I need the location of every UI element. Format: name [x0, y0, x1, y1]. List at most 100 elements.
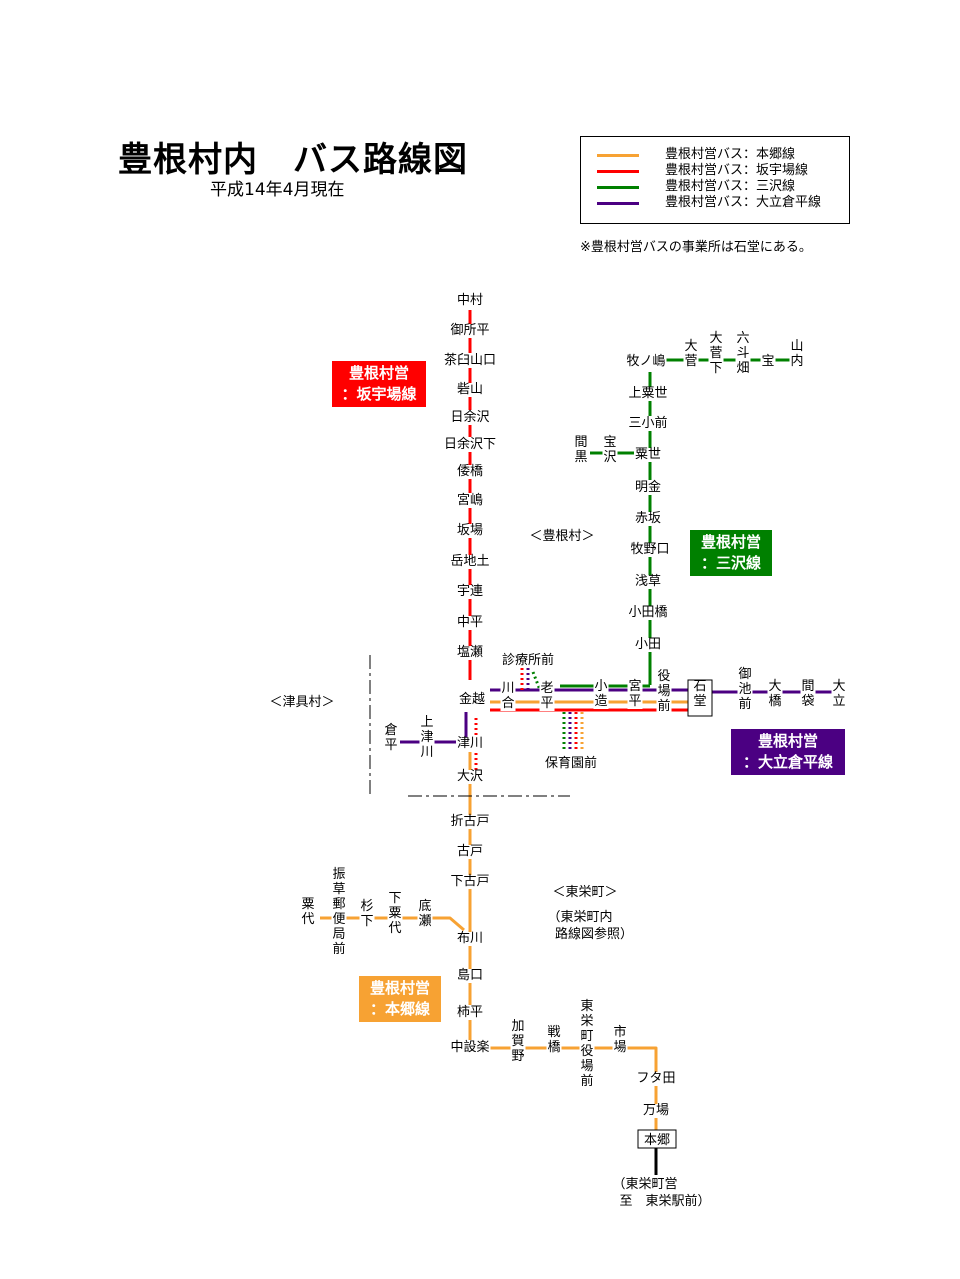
stop-label-asakusa: 浅草: [635, 574, 661, 589]
stop-label-miyajima: 宮嶋: [457, 492, 483, 508]
stop-label-chausuyamaguchi: 茶臼山口: [444, 352, 496, 368]
stop-label-bg: [455, 493, 485, 508]
stop-label-bg: [455, 737, 485, 751]
stop-label-takara: 宝: [761, 354, 774, 369]
stop-label-sokose: 底瀬: [418, 898, 431, 929]
stop-label-oda: 小田: [635, 637, 661, 652]
stop-label-odabashi: 小田橋: [628, 605, 667, 620]
stop-label-toeiyakubamae: 東栄町役場前: [580, 998, 593, 1089]
badge-line2: ：三沢線: [700, 554, 761, 572]
stop-label-bg: [359, 899, 375, 929]
stop-label-bg: [500, 681, 516, 711]
stop-label-bg: [633, 448, 663, 462]
stop-label-shiose: 塩瀬: [457, 645, 483, 660]
legend-item-odachi: 豊根村営バス：大立倉平線: [581, 195, 849, 211]
region-note-toei-1: （東栄町内: [547, 909, 612, 925]
region-label-toei: ＜東栄町＞: [552, 884, 617, 900]
stop-label-myogane: 明金: [635, 479, 661, 495]
stop-label-bg: [455, 585, 485, 599]
stop-label-bg: [627, 416, 669, 431]
stop-label-uzure: 宇連: [457, 584, 483, 599]
stop-label-bg: [449, 1040, 491, 1055]
stop-label-bg: [449, 410, 491, 425]
stop-label-bg: [767, 679, 783, 709]
stop-label-makinoguchi: 牧野口: [630, 542, 669, 557]
stop-label-makinoshima: 牧ノ嶋: [626, 354, 665, 369]
stop-label-bg: [455, 932, 485, 946]
stop-label-kakidaira: 柿平: [457, 1004, 483, 1020]
stop-label-miyadaira: 宮平: [628, 678, 641, 709]
region-label-tsugu: ＜津具村＞: [269, 695, 334, 710]
badge-line2: ：本郷線: [369, 1000, 430, 1018]
stop-label-mikeikemae: 御池前: [738, 667, 751, 712]
stop-label-hongo_note1: （東栄町営: [612, 1176, 677, 1192]
stop-label-rokutobatake: 六斗畑: [736, 331, 749, 376]
stop-label-futatsuda: フタ田: [636, 1071, 675, 1086]
stop-label-bg: [602, 435, 618, 465]
stop-label-ishido: 石堂: [693, 679, 706, 709]
stop-label-bg: [831, 679, 847, 709]
stop-label-bg: [455, 770, 485, 784]
stop-label-bg: [449, 875, 491, 889]
legend-label: 豊根村営バス：坂宇場線: [665, 163, 809, 178]
stop-label-osugeshita: 大菅下: [709, 331, 722, 376]
stop-label-bg: [579, 998, 595, 1089]
stop-label-oritokodo: 折古戸: [450, 814, 489, 829]
stop-label-bg: [800, 679, 816, 709]
legend-item-sakauba: 豊根村営バス：坂宇場線: [581, 163, 849, 179]
stop-label-yakubamae: 役場前: [657, 669, 670, 714]
stop-label-bg: [641, 1104, 671, 1118]
stop-label-bg: [627, 606, 669, 620]
stop-label-bg: [300, 897, 316, 927]
stop-label-bg: [510, 1019, 526, 1064]
legend-label: 豊根村営バス：大立倉平線: [665, 195, 822, 210]
stop-label-bg: [633, 638, 663, 652]
legend-label: 豊根村営バス：本郷線: [665, 147, 796, 162]
stop-label-bg: [331, 867, 347, 957]
stop-label-maguro: 間黒: [574, 435, 587, 465]
stop-label-hiyosawashita: 日余沢下: [444, 436, 496, 452]
stop-label-kawai: 川合: [501, 681, 514, 711]
stop-label-bg: [633, 480, 663, 495]
stop-label-bg: [442, 353, 498, 368]
stop-label-bg: [442, 437, 498, 452]
stop-label-bg: [635, 1072, 677, 1086]
stop-label-tsugukawa: 津川: [457, 736, 483, 751]
stop-label-shimaguchi: 島口: [457, 968, 483, 983]
stop-label-bg: [633, 575, 663, 589]
badge-line1: 豊根村営: [369, 979, 430, 997]
stop-label-bg: [735, 331, 751, 376]
region-note-toei-2: 路線図参照）: [555, 926, 633, 942]
stop-label-bg: [383, 723, 399, 753]
stop-label-hoikuenmae: 保育園前: [545, 755, 597, 771]
stop-label-ohashi: 大橋: [768, 679, 781, 709]
stop-label-bg: [455, 845, 485, 859]
stop-label-bg: [612, 1024, 628, 1055]
stop-label-bg: [455, 465, 485, 479]
stop-label-nakamura: 中村: [457, 293, 483, 308]
stop-label-bg: [449, 324, 491, 338]
stop-label-wakiyabashi: 倭橋: [457, 464, 483, 479]
stop-label-bg: [708, 331, 724, 376]
stop-label-mabukuro: 間袋: [801, 679, 814, 709]
legend-label: 豊根村営バス：三沢線: [665, 179, 796, 194]
stop-label-nunokawa: 布川: [457, 931, 483, 946]
stop-label-bg: [760, 355, 776, 369]
stop-label-kagano: 加賀野: [511, 1019, 524, 1064]
stop-label-bg: [656, 669, 672, 714]
stop-label-bg: [627, 387, 669, 401]
stop-label-bg: [417, 898, 433, 929]
page-subtitle: 平成14年4月現在: [210, 180, 345, 200]
station-box-hongo: [637, 1129, 677, 1149]
stop-label-bg: [627, 678, 643, 709]
stop-label-ikusabashi: 戦橋: [547, 1025, 560, 1055]
stop-label-sarukuyama: 砦山: [457, 382, 483, 397]
legend-item-misawa: 豊根村営バス：三沢線: [581, 179, 849, 195]
stop-label-bg: [455, 969, 485, 983]
stop-label-bg: [737, 667, 753, 712]
stop-label-hongo: 本郷: [644, 1133, 670, 1148]
stop-label-bg: [573, 435, 589, 465]
route-badge-hongo: 豊根村営 ：本郷線: [359, 976, 441, 1022]
stop-label-bg: [449, 555, 491, 569]
stop-label-nakashitara: 中設楽: [450, 1039, 489, 1055]
